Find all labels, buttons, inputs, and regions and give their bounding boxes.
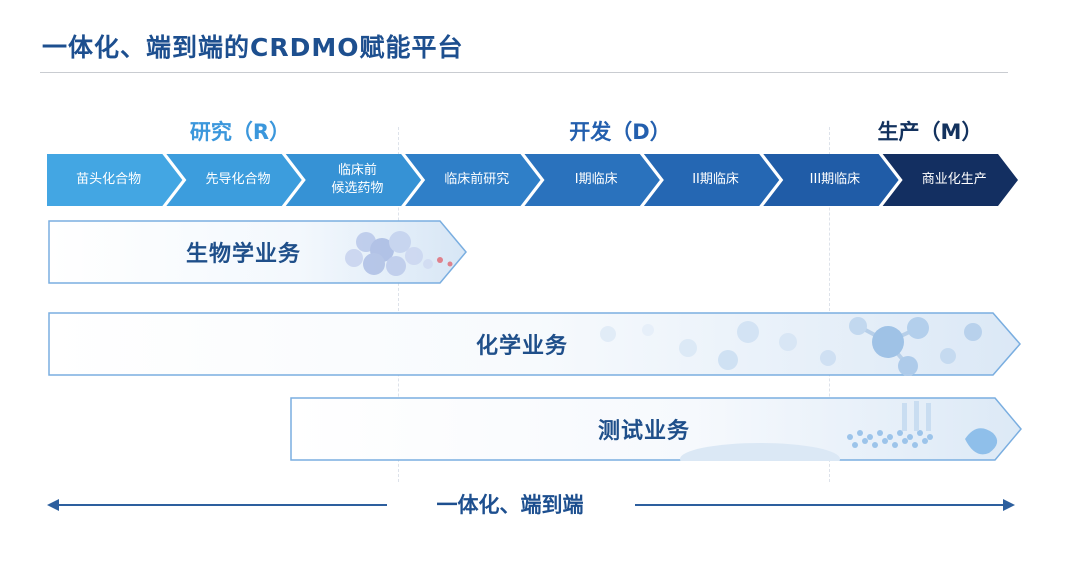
testing-business-band: 测试业务 bbox=[290, 397, 1023, 461]
biology-business-label: 生物学业务 bbox=[186, 242, 302, 267]
stage-chevron-row: 苗头化合物 先导化合物 临床前 候选药物 临床前研究 I期临床 II期临床 III期临床 商业… bbox=[47, 154, 1022, 206]
stage-chevron bbox=[47, 154, 183, 206]
phase-development-label: 开发（D） bbox=[569, 120, 671, 144]
phase-divider-1 bbox=[398, 127, 399, 482]
phase-divider-2 bbox=[829, 127, 830, 482]
stage-label: 商业化生产 bbox=[921, 172, 987, 187]
stage-chevron bbox=[643, 154, 780, 206]
chemistry-business-label: 化学业务 bbox=[476, 334, 569, 359]
stage-chevron bbox=[166, 154, 302, 206]
stage-chevron bbox=[285, 154, 422, 206]
stage-label: 先导化合物 bbox=[205, 172, 271, 187]
stage-chevron bbox=[882, 154, 1018, 206]
molecule-image bbox=[600, 317, 982, 376]
stage-chevron bbox=[405, 154, 541, 206]
end-to-end-double-arrow bbox=[47, 499, 1015, 511]
protein-structure-image bbox=[345, 231, 453, 276]
biology-band-shape bbox=[48, 220, 467, 284]
stage-chevrons bbox=[47, 154, 1018, 206]
title-divider bbox=[40, 72, 1008, 73]
stage-label: 苗头化合物 bbox=[76, 172, 142, 187]
stage-chevron bbox=[763, 154, 899, 206]
page-title: 一体化、端到端的CRDMO赋能平台 bbox=[42, 33, 464, 62]
end-to-end-label: 一体化、端到端 bbox=[436, 493, 584, 517]
chemistry-business-band: 化学业务 bbox=[48, 312, 1023, 376]
stage-label: III期临床 bbox=[809, 172, 861, 187]
lab-equipment-image bbox=[680, 401, 998, 461]
stage-label: 临床前研究 bbox=[444, 172, 510, 187]
biology-business-band: 生物学业务 bbox=[48, 220, 468, 284]
testing-band-shape bbox=[290, 397, 1022, 461]
stage-label: II期临床 bbox=[692, 172, 739, 187]
stage-label: 临床前 候选药物 bbox=[331, 163, 384, 196]
phase-manufacturing-label: 生产（M） bbox=[877, 120, 983, 144]
stage-label: I期临床 bbox=[574, 172, 618, 187]
testing-business-label: 测试业务 bbox=[598, 419, 691, 444]
chemistry-band-shape bbox=[48, 312, 1021, 376]
stage-chevron bbox=[524, 154, 660, 206]
phase-research-label: 研究（R） bbox=[189, 120, 291, 144]
